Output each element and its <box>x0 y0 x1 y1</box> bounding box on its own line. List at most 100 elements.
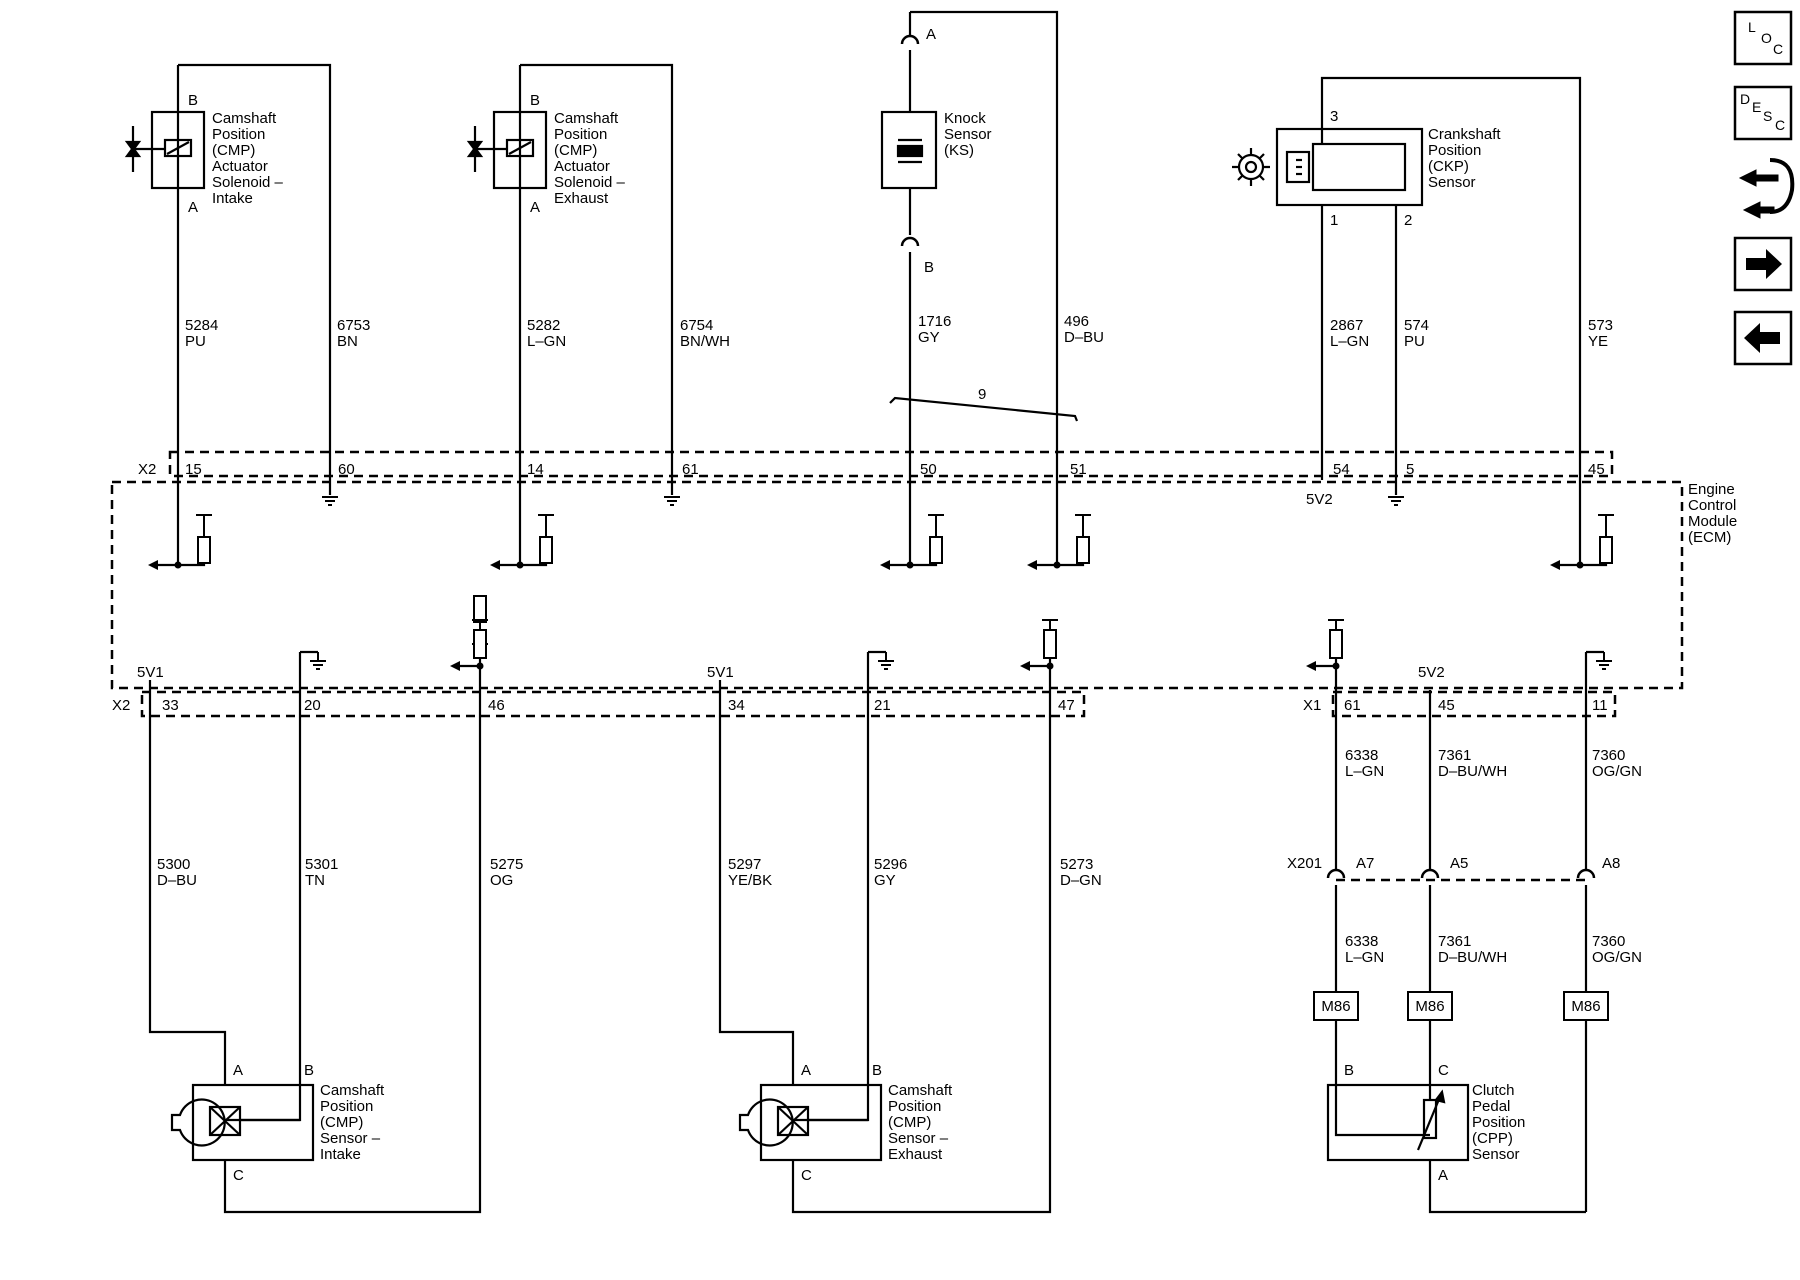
x201-pin: A8 <box>1602 855 1620 872</box>
pin-a-label: A <box>233 1062 243 1079</box>
next-page-button[interactable] <box>1733 236 1793 292</box>
ref-5v2-label: 5V2 <box>1418 664 1445 681</box>
m86-label-3: M86 <box>1571 998 1600 1015</box>
pin-label: 50 <box>920 461 937 478</box>
cmp-sensor-exhaust-symbol <box>738 1083 883 1162</box>
pin-label: 51 <box>1070 461 1087 478</box>
pin-c-label: C <box>233 1167 244 1184</box>
x2-bottom-label: X2 <box>112 697 130 714</box>
ecm-label: Engine Control Module (ECM) <box>1688 481 1741 546</box>
previous-page-button[interactable] <box>1733 310 1793 366</box>
svg-text:S: S <box>1763 108 1772 124</box>
pin-b-label: B <box>188 92 198 109</box>
pin-b-label: B <box>872 1062 882 1079</box>
x201-pin: A7 <box>1356 855 1374 872</box>
knock-sensor-symbol <box>880 110 938 190</box>
cmp-actuator-intake-label: Camshaft Position (CMP) Actuator Solenoi… <box>212 110 287 207</box>
arrow-left-icon <box>1744 323 1780 353</box>
pin-a-label: A <box>801 1062 811 1079</box>
cmp-sensor-exhaust-label: Camshaft Position (CMP) Sensor – Exhaust <box>888 1082 956 1163</box>
cmp-actuator-exhaust-label: Camshaft Position (CMP) Actuator Solenoi… <box>554 110 629 207</box>
m86-label-1: M86 <box>1321 998 1350 1015</box>
ref-5v2-label: 5V2 <box>1306 491 1333 508</box>
pin-label: 11 <box>1592 697 1608 714</box>
junction-dots <box>174 561 1584 670</box>
pin-label: 54 <box>1333 461 1350 478</box>
pin-label: 60 <box>338 461 355 478</box>
arrow-right-icon <box>1746 249 1782 279</box>
pin-label: 33 <box>162 697 179 714</box>
pin-label: 47 <box>1058 697 1075 714</box>
pin-1-label: 1 <box>1330 212 1338 229</box>
pin-2-label: 2 <box>1404 212 1412 229</box>
m86-label-2: M86 <box>1415 998 1444 1015</box>
pin-label: 5 <box>1406 461 1414 478</box>
ckp-sensor-label: Crankshaft Position (CKP) Sensor <box>1428 126 1505 191</box>
m86-connectors: M86 M86 M86 <box>1313 991 1609 1021</box>
svg-text:D: D <box>1740 91 1750 107</box>
pin-b-label: B <box>924 259 934 276</box>
knock-sensor-label: Knock Sensor (KS) <box>944 110 996 159</box>
desc-button[interactable]: D E S C <box>1733 85 1793 141</box>
connector-end-view-icon[interactable] <box>1738 158 1795 219</box>
pin-label: 46 <box>488 697 505 714</box>
pin-a-label: A <box>926 26 936 43</box>
pin-label: 45 <box>1438 697 1455 714</box>
svg-text:L: L <box>1748 19 1756 35</box>
pin-a-label: A <box>188 199 198 216</box>
ecm-boundary <box>110 450 1684 882</box>
cmp-actuator-solenoid-intake <box>124 110 206 190</box>
pin-label: 20 <box>304 697 321 714</box>
x201-pin: A5 <box>1450 855 1468 872</box>
ref-5v1-label: 5V1 <box>137 664 164 681</box>
ground-symbols <box>309 496 1613 670</box>
pin-b-label: B <box>530 92 540 109</box>
pullup-resistors <box>195 514 1615 645</box>
pin-c-label: C <box>801 1167 812 1184</box>
cmp-actuator-solenoid-exhaust <box>466 110 548 190</box>
twisted-pair-label: 9 <box>978 386 986 403</box>
x201-label: X201 <box>1287 855 1322 872</box>
pin-a-label: A <box>1438 1167 1448 1184</box>
svg-text:E: E <box>1752 99 1761 115</box>
pin-label: 61 <box>682 461 699 478</box>
wire-layer <box>148 10 1608 1214</box>
cpp-sensor-symbol <box>1326 1083 1470 1162</box>
signal-arrows <box>148 560 1560 671</box>
cmp-sensor-intake-symbol <box>170 1083 315 1162</box>
pin-b-label: B <box>1344 1062 1354 1079</box>
loc-button[interactable]: L O C <box>1733 10 1793 66</box>
labels: B A Camshaft Position (CMP) Actuator Sol… <box>112 26 1741 1184</box>
pin-c-label: C <box>1438 1062 1449 1079</box>
pin-label: 34 <box>728 697 745 714</box>
cmp-sensor-intake-label: Camshaft Position (CMP) Sensor – Intake <box>320 1082 388 1163</box>
bottom-resistors <box>472 619 1344 666</box>
pin-a-label: A <box>530 199 540 216</box>
pin-label: 61 <box>1344 697 1361 714</box>
cpp-sensor-label: Clutch Pedal Position (CPP) Sensor <box>1472 1082 1530 1163</box>
ref-5v1-label: 5V1 <box>707 664 734 681</box>
pin-3-label: 3 <box>1330 108 1338 125</box>
pin-label: 15 <box>185 461 202 478</box>
pin-label: 45 <box>1588 461 1605 478</box>
